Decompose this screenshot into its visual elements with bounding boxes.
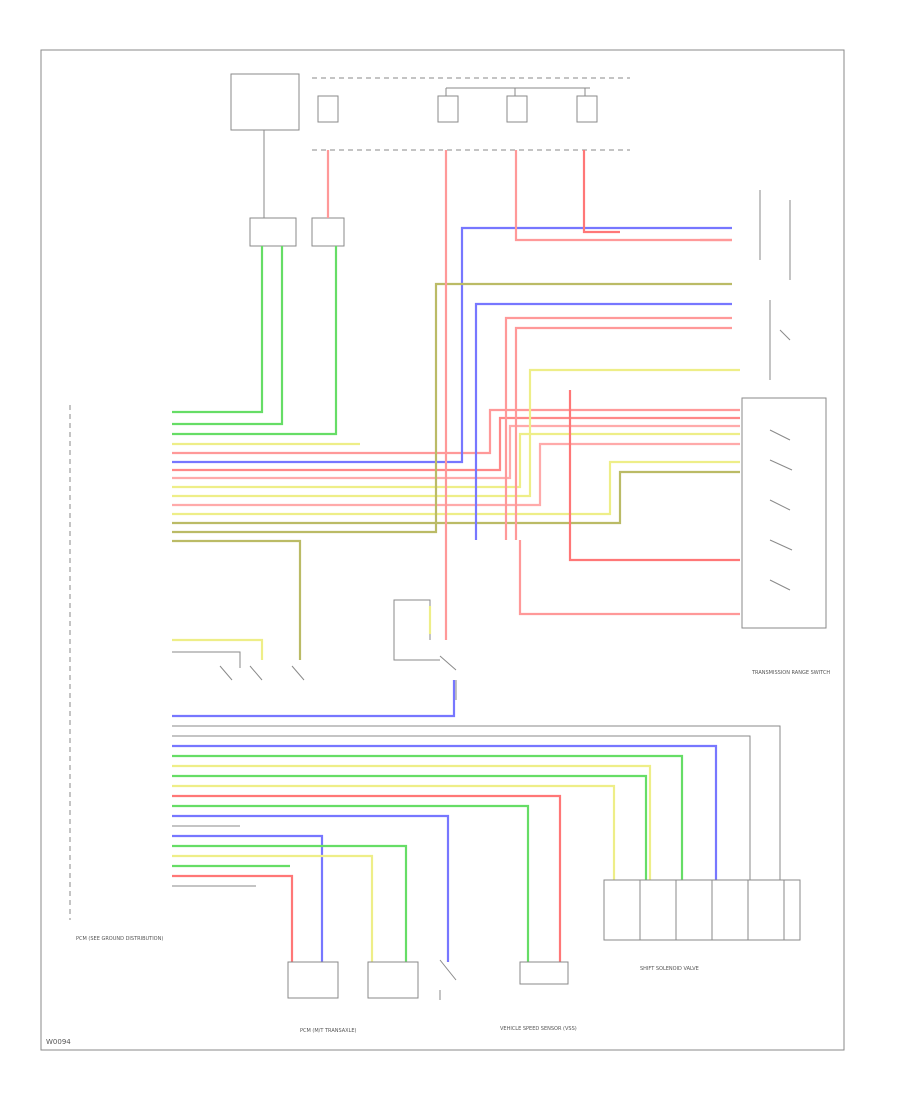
range-switch-contacts <box>769 429 793 591</box>
label-transmission-range: TRANSMISSION RANGE SWITCH <box>751 670 830 676</box>
connector-right-upper <box>759 190 791 380</box>
wire-pink-5 <box>504 316 732 540</box>
wire-red-long <box>568 390 740 562</box>
wire-green-lower <box>172 754 684 880</box>
relay-box-left <box>249 217 297 247</box>
shift-solenoid-pack <box>603 879 801 941</box>
wire-pink-1 <box>172 408 740 455</box>
diagram-frame <box>40 49 845 1051</box>
sensor-box-1 <box>219 665 305 681</box>
wire-green-lower2 <box>172 774 648 880</box>
wire-green-2 <box>172 246 284 426</box>
fuse-block-c <box>506 95 528 123</box>
wire-yellow-lower2 <box>172 784 616 880</box>
solenoid-switch <box>393 640 457 700</box>
label-vss: VEHICLE SPEED SENSOR (VSS) <box>500 1026 577 1032</box>
relay-box-right <box>311 217 345 247</box>
wire-blue-lower3 <box>172 834 324 962</box>
label-pcm-side: PCM (SEE GROUND DISTRIBUTION) <box>76 936 163 942</box>
switch-bottom <box>439 959 457 1000</box>
sensor-lead <box>172 651 241 668</box>
wire-yellow-2 <box>172 432 740 489</box>
wire-red-lower2 <box>172 874 294 962</box>
footer-code: W0094 <box>46 1038 71 1046</box>
wire-gray-1 <box>172 725 781 880</box>
fuse-block-left <box>230 73 300 131</box>
relay-leads <box>263 130 329 218</box>
wire-blue-2 <box>474 302 732 540</box>
wire-green-lower3 <box>172 804 530 962</box>
range-switch-box <box>741 397 827 629</box>
wire-red-lower <box>172 794 562 962</box>
fuse-bus <box>445 87 590 96</box>
wire-blue-1 <box>172 226 732 464</box>
wire-yellow-lower3 <box>172 854 374 962</box>
solenoid-coil <box>393 599 431 640</box>
wire-green-1 <box>172 246 264 414</box>
wire-olive-1 <box>172 470 740 525</box>
wire-blue-lower2 <box>172 814 450 962</box>
fuse-block-b <box>437 95 459 123</box>
label-shift-solenoid: SHIFT SOLENOID VALVE <box>640 966 699 972</box>
wire-gray-2 <box>172 735 751 880</box>
wire-olive-3 <box>172 539 302 660</box>
label-pcm-transaxle: PCM (M/T TRANSAXLE) <box>300 1028 357 1034</box>
wire-yellow-3 <box>172 368 740 498</box>
wire-green-lower4 <box>172 844 408 962</box>
wire-pink-2 <box>172 416 740 472</box>
wire-red-top <box>582 150 620 234</box>
shift-solenoid-cells <box>639 880 785 940</box>
sensor-box-c <box>519 961 569 985</box>
wire-pink-3 <box>172 424 740 480</box>
wire-yellow-4 <box>172 460 740 516</box>
sensor-box-a <box>287 961 339 999</box>
sensor-box-b <box>367 961 419 999</box>
wire-blue-3 <box>172 744 718 880</box>
wire-pink-long <box>518 540 740 616</box>
fuse-block-d <box>576 95 598 123</box>
wire-yellow-lower <box>172 764 652 880</box>
wire-pink-top <box>514 150 732 242</box>
wire-pink-6 <box>514 326 732 540</box>
wire-yellow-sensor <box>172 638 264 660</box>
wire-olive-2 <box>172 282 732 534</box>
fuse-block-a <box>317 95 339 123</box>
wire-blue-lower <box>172 680 456 718</box>
wire-pink-4 <box>172 442 740 507</box>
wire-green-3 <box>172 246 338 436</box>
